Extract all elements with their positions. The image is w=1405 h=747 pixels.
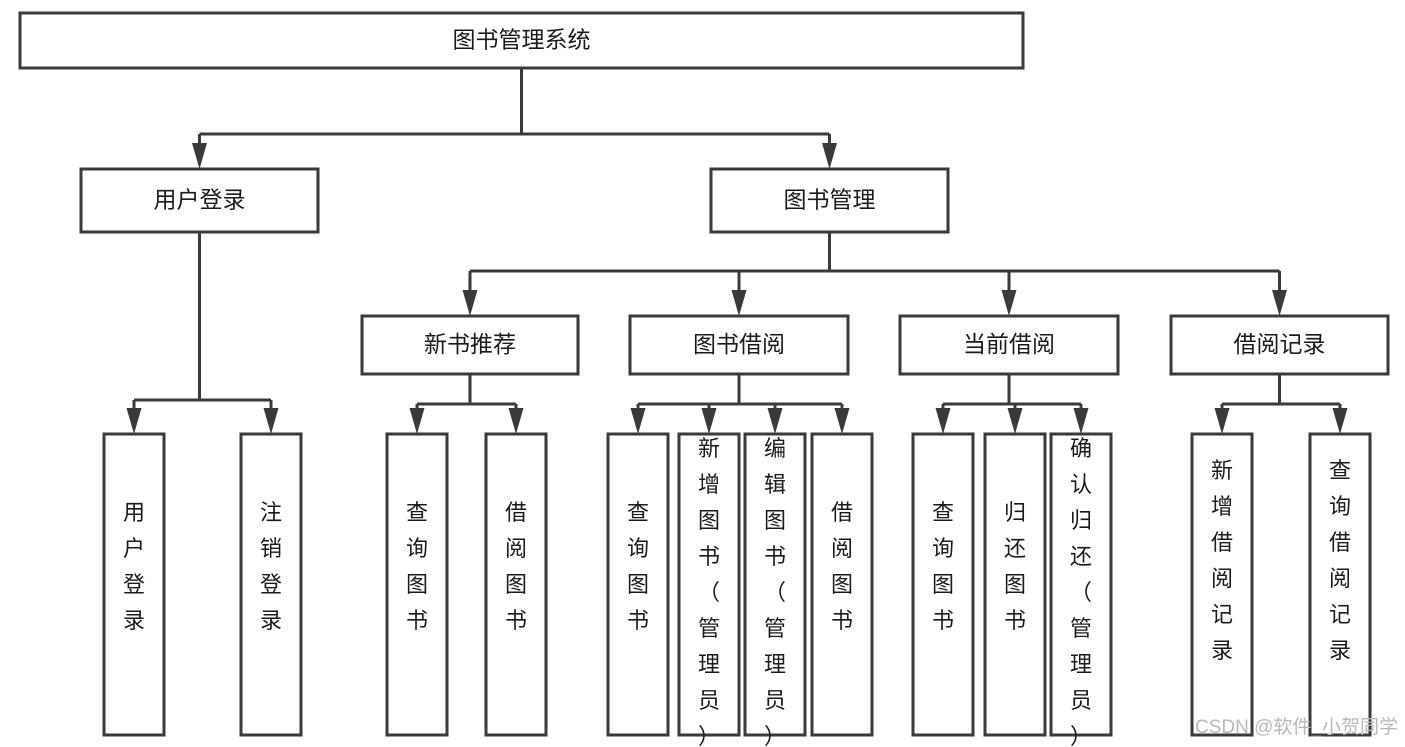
node-leaf-borrow-book-recommend-box[interactable]: [484, 432, 548, 737]
node-leaf-logout[interactable]: 注销登录: [239, 432, 303, 737]
arrow-head-leaf-user-login: [126, 408, 142, 434]
node-leaf-edit-book-label: 编辑图书（管理员）: [764, 436, 786, 747]
arrow-head-leaf-logout: [263, 408, 279, 434]
node-leaf-user-login-box[interactable]: [102, 432, 166, 737]
node-user-login[interactable]: 用户登录: [79, 167, 320, 234]
arrow-head-leaf-query-book-recommend: [409, 408, 425, 434]
node-book-management-label: 图书管理: [784, 187, 876, 213]
node-leaf-borrow-book-recommend[interactable]: 借阅图书: [484, 432, 548, 737]
node-leaf-query-book-borrow-label: 查询图书: [627, 500, 649, 633]
node-leaf-confirm-return-box[interactable]: [1049, 432, 1113, 737]
node-leaf-query-book-recommend-label: 查询图书: [406, 500, 428, 633]
arrow-head-leaf-query-book-borrow: [630, 408, 646, 434]
node-leaf-confirm-return-label: 确认归还（管理员）: [1070, 436, 1092, 747]
node-borrow-record-box[interactable]: [1169, 314, 1390, 376]
node-leaf-borrow-book-box[interactable]: [810, 432, 874, 737]
node-root-label: 图书管理系统: [453, 27, 591, 53]
node-leaf-query-book-recommend-box[interactable]: [385, 432, 449, 737]
node-borrow-record[interactable]: 借阅记录: [1169, 314, 1390, 376]
node-leaf-query-borrow-record-label: 查询借阅记录: [1329, 458, 1351, 663]
arrow-head-leaf-add-borrow-record: [1214, 408, 1230, 434]
node-leaf-query-book-current-label: 查询图书: [932, 500, 954, 633]
node-leaf-logout-box[interactable]: [239, 432, 303, 737]
node-leaf-logout-label: 注销登录: [260, 500, 282, 633]
node-leaf-query-book-borrow[interactable]: 查询图书: [606, 432, 670, 737]
node-new-book-recommend[interactable]: 新书推荐: [360, 314, 580, 376]
node-leaf-edit-book-box[interactable]: [743, 432, 807, 737]
node-book-borrow[interactable]: 图书借阅: [628, 314, 850, 376]
node-leaf-query-book-recommend[interactable]: 查询图书: [385, 432, 449, 737]
arrow-head-book-management: [822, 143, 837, 169]
node-book-management[interactable]: 图书管理: [709, 167, 950, 234]
arrow-head-leaf-confirm-return: [1073, 408, 1089, 434]
node-borrow-record-label: 借阅记录: [1234, 331, 1326, 357]
node-leaf-user-login-label: 用户登录: [123, 500, 145, 633]
arrow-head-leaf-return-book: [1007, 408, 1023, 434]
arrow-head-current-borrow: [1001, 290, 1017, 316]
node-user-login-label: 用户登录: [154, 187, 246, 213]
node-leaf-add-borrow-record-box[interactable]: [1190, 432, 1254, 737]
node-leaf-return-book-box[interactable]: [983, 432, 1047, 737]
node-new-book-recommend-box[interactable]: [360, 314, 580, 376]
node-book-borrow-label: 图书借阅: [693, 331, 785, 357]
arrow-head-leaf-query-book-current: [935, 408, 951, 434]
node-leaf-add-borrow-record-label: 新增借阅记录: [1211, 458, 1233, 663]
arrow-head-leaf-add-book: [701, 408, 717, 434]
node-root[interactable]: 图书管理系统: [18, 11, 1025, 70]
node-book-management-box[interactable]: [709, 167, 950, 234]
arrow-head-leaf-edit-book: [767, 408, 783, 434]
node-book-borrow-box[interactable]: [628, 314, 850, 376]
arrow-head-user-login: [192, 143, 207, 169]
arrow-head-new-book-recommend: [462, 290, 478, 316]
node-leaf-borrow-book-label: 借阅图书: [831, 500, 853, 633]
connector-layer: [126, 68, 1348, 434]
node-leaf-query-borrow-record-box[interactable]: [1308, 432, 1372, 737]
node-leaf-return-book-label: 归还图书: [1004, 500, 1026, 633]
node-leaf-query-book-current[interactable]: 查询图书: [911, 432, 975, 737]
node-leaf-return-book[interactable]: 归还图书: [983, 432, 1047, 737]
node-leaf-query-book-current-box[interactable]: [911, 432, 975, 737]
node-leaf-add-book[interactable]: 新增图书（管理员）: [677, 432, 741, 747]
leaf-layer: 用户登录 注销登录 查询图书 借阅图书 查询图书 新增图书（管理员）: [102, 432, 1372, 747]
node-current-borrow[interactable]: 当前借阅: [898, 314, 1120, 376]
arrow-head-book-borrow: [731, 290, 747, 316]
node-leaf-borrow-book[interactable]: 借阅图书: [810, 432, 874, 737]
node-leaf-confirm-return[interactable]: 确认归还（管理员）: [1049, 432, 1113, 747]
node-current-borrow-box[interactable]: [898, 314, 1120, 376]
arrow-head-leaf-borrow-book-recommend: [508, 408, 524, 434]
node-leaf-add-book-label: 新增图书（管理员）: [698, 436, 720, 747]
arrow-head-leaf-borrow-book: [834, 408, 850, 434]
node-current-borrow-label: 当前借阅: [963, 331, 1055, 357]
node-root-box[interactable]: [18, 11, 1025, 70]
arrow-head-borrow-record: [1272, 290, 1287, 316]
node-leaf-query-borrow-record[interactable]: 查询借阅记录: [1308, 432, 1372, 737]
node-leaf-borrow-book-recommend-label: 借阅图书: [505, 500, 527, 633]
node-leaf-add-borrow-record[interactable]: 新增借阅记录: [1190, 432, 1254, 737]
node-leaf-user-login[interactable]: 用户登录: [102, 432, 166, 737]
node-leaf-add-book-box[interactable]: [677, 432, 741, 737]
node-leaf-edit-book[interactable]: 编辑图书（管理员）: [743, 432, 807, 747]
node-new-book-recommend-label: 新书推荐: [424, 331, 516, 357]
node-user-login-box[interactable]: [79, 167, 320, 234]
csdn-watermark: CSDN @软件_小贺同学: [1195, 716, 1398, 738]
arrow-head-leaf-query-borrow-record: [1332, 408, 1348, 434]
node-leaf-query-book-borrow-box[interactable]: [606, 432, 670, 737]
